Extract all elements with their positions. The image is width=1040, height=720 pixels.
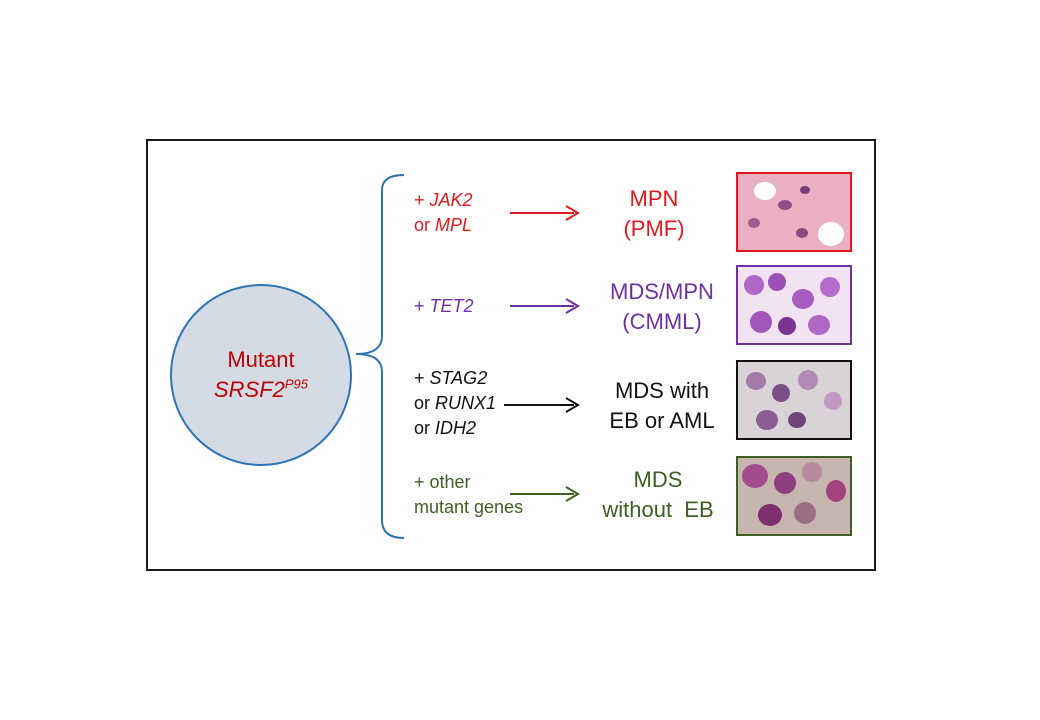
diagnosis-line: MDS [633, 467, 683, 492]
diagnosis-mds-without-eb: MDS without EB [583, 465, 733, 525]
mutation-prefix: mutant genes [414, 497, 524, 517]
mutation-gene: JAK2 [429, 190, 473, 210]
histology-image-cmml [736, 265, 852, 345]
histology-image-pmf [736, 172, 852, 252]
center-label: Mutant [227, 347, 295, 372]
mutation-prefix: + [414, 190, 430, 210]
center-gene: SRSF2P95 [214, 375, 308, 405]
diagram-frame [146, 139, 876, 571]
mutation-prefix: + [414, 296, 430, 316]
histology-image-mds-eb [736, 360, 852, 440]
diagnosis-mds-eb-aml: MDS with EB or AML [587, 376, 737, 436]
mutation-label-stag2-runx1-idh2: + STAG2 or RUNX1 or IDH2 [414, 366, 496, 441]
mutation-prefix: or [414, 418, 436, 438]
diagnosis-line: MPN [629, 186, 679, 211]
diagnosis-mpn: MPN (PMF) [579, 184, 729, 244]
diagnosis-line: (CMML) [622, 309, 702, 334]
diagnosis-line: MDS/MPN [610, 279, 714, 304]
arrow-cmml [510, 298, 580, 314]
histology-image-mds [736, 456, 852, 536]
mutation-prefix: + [414, 368, 430, 388]
mutation-label-other: + other mutant genes [414, 470, 523, 520]
arrow-mpn [510, 205, 580, 221]
arrow-mds-no-eb [510, 486, 580, 502]
mutation-gene: TET2 [429, 296, 474, 316]
mutant-srsf2-node: Mutant SRSF2P95 [170, 284, 352, 466]
mutation-gene: RUNX1 [435, 393, 497, 413]
mutation-prefix: or [414, 393, 436, 413]
mutation-prefix: or [414, 215, 436, 235]
center-gene-superscript: P95 [284, 376, 309, 392]
mutation-label-tet2: + TET2 [414, 294, 474, 319]
mutation-gene: IDH2 [435, 418, 477, 438]
diagnosis-line: (PMF) [623, 216, 685, 241]
curly-bracket [355, 174, 405, 539]
arrow-mds-eb [504, 397, 580, 413]
center-gene-name: SRSF2 [213, 377, 285, 402]
mutation-gene: MPL [435, 215, 473, 235]
diagnosis-line: EB or AML [609, 408, 715, 433]
mutation-label-jak2-mpl: + JAK2 or MPL [414, 188, 473, 238]
diagnosis-cmml: MDS/MPN (CMML) [587, 277, 737, 337]
diagnosis-line: MDS with [614, 378, 710, 403]
mutation-prefix: + other [414, 472, 471, 492]
mutation-gene: STAG2 [429, 368, 488, 388]
diagnosis-line: without EB [602, 497, 714, 522]
